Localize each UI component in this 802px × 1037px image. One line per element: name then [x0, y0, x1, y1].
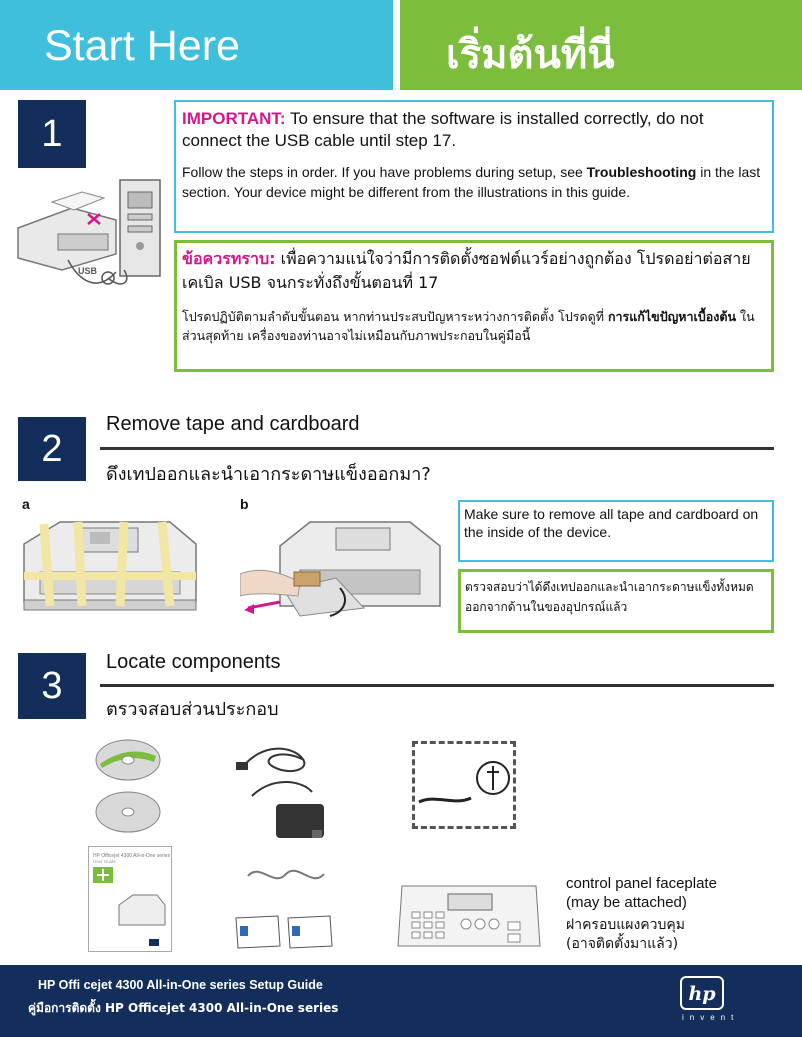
follow-text-pre: Follow the steps in order. If you have p… — [182, 164, 587, 180]
invent-tagline: invent — [682, 1013, 740, 1022]
usb-cable-not-included-frame — [412, 741, 516, 829]
faceplate-caption-th-line1: ฝาครอบแผงควบคุม — [566, 917, 686, 933]
faceplate-caption-th-line2: (อาจติดตั้งมาแล้ว) — [566, 936, 679, 952]
removing-cardboard-illustration — [240, 521, 441, 617]
illustration-label-a: a — [22, 496, 30, 512]
important-note-en: IMPORTANT: To ensure that the software i… — [174, 100, 774, 233]
user-guide-booklet: HP Officejet 4300 All-in-One series User… — [88, 846, 172, 952]
footer-guide-title-en: HP Offi cejet 4300 All-in-One series Set… — [38, 978, 323, 992]
printer-with-tape-illustration — [23, 521, 197, 611]
faceplate-caption-en-line2: (may be attached) — [566, 894, 687, 911]
follow-text-post-th: ในส่วนสุดท้าย เครื่องของท่านอาจไม่เหมือน… — [182, 309, 755, 343]
usb-label: USB — [78, 266, 98, 276]
header-start-here-banner — [0, 0, 393, 90]
remove-tape-note-th: ตรวจสอบว่าได้ดึงเทปออกและนำเอากระดาษแข็ง… — [458, 569, 774, 633]
step-3-title-th: ตรวจสอบส่วนประกอบ — [106, 699, 279, 720]
important-label: IMPORTANT: — [182, 109, 286, 128]
step-2-title-en: Remove tape and cardboard — [106, 413, 360, 435]
important-paragraph-en: IMPORTANT: To ensure that the software i… — [182, 108, 766, 152]
user-guide-cover-art — [93, 867, 166, 946]
control-panel-faceplate-illustration — [397, 885, 541, 947]
troubleshooting-link-text-th: การแก้ไขปัญหาเบื้องต้น — [607, 309, 737, 324]
step-2-title-th: ดึงเทปออกและนำเอากระดาษแข็งออกมา? — [106, 464, 431, 485]
follow-steps-paragraph-th: โปรดปฏิบัติตามลำดับขั้นตอน หากท่านประสบป… — [182, 307, 766, 345]
hp-logo-text: hp — [688, 983, 716, 1005]
step-3-number: 3 — [18, 653, 86, 719]
page-title-th: เริ่มต้นที่นี่ — [446, 32, 615, 78]
usb-cable-illustration — [418, 761, 510, 804]
important-text-th: เพื่อความแน่ใจว่ามีการติดตั้งซอฟต์แวร์อย… — [182, 249, 751, 292]
faceplate-caption-en: control panel faceplate (may be attached… — [566, 874, 717, 912]
important-text: To ensure that the software is installed… — [182, 109, 704, 150]
page-title-en: Start Here — [44, 22, 240, 70]
user-guide-subtitle: User Guide — [93, 859, 116, 864]
power-cord-and-adapter-illustration — [236, 747, 324, 838]
follow-text-post: in the last section. Your device might b… — [182, 164, 761, 200]
faceplate-caption-th: ฝาครอบแผงควบคุม (อาจติดตั้งมาแล้ว) — [566, 916, 685, 954]
footer-bar — [0, 965, 802, 1037]
step-2-divider — [100, 447, 774, 450]
footer-guide-title-th: คู่มือการติดตั้ง HP Officejet 4300 All-i… — [28, 1001, 339, 1015]
cd-green-illustration — [95, 739, 161, 781]
step-2-number: 2 — [18, 417, 86, 481]
important-paragraph-th: ข้อควรทราบ: เพื่อความแน่ใจว่ามีการติดตั้… — [182, 247, 766, 295]
printer-and-computer-illustration — [17, 179, 161, 285]
user-guide-title: HP Officejet 4300 All-in-One series — [93, 853, 171, 859]
important-note-th: ข้อควรทราบ: เพื่อความแน่ใจว่ามีการติดตั้… — [174, 240, 774, 372]
follow-steps-paragraph-en: Follow the steps in order. If you have p… — [182, 162, 766, 202]
follow-text-pre-th: โปรดปฏิบัติตามลำดับขั้นตอน หากท่านประสบป… — [182, 309, 608, 324]
remove-tape-note-en: Make sure to remove all tape and cardboa… — [458, 500, 774, 562]
header-thai-banner — [400, 0, 802, 90]
phone-cord-illustration — [247, 869, 325, 880]
troubleshooting-link-text: Troubleshooting — [586, 164, 697, 180]
step-3-title-en: Locate components — [106, 651, 281, 673]
cd-gray-illustration — [95, 791, 161, 833]
ink-cartridges-illustration — [235, 915, 333, 949]
illustration-label-b: b — [240, 496, 249, 512]
step-1-number: 1 — [18, 100, 86, 168]
step-3-divider — [100, 684, 774, 687]
faceplate-caption-en-line1: control panel faceplate — [566, 875, 717, 892]
important-label-th: ข้อควรทราบ: — [182, 249, 276, 268]
hp-logo-icon: hp — [680, 976, 724, 1010]
